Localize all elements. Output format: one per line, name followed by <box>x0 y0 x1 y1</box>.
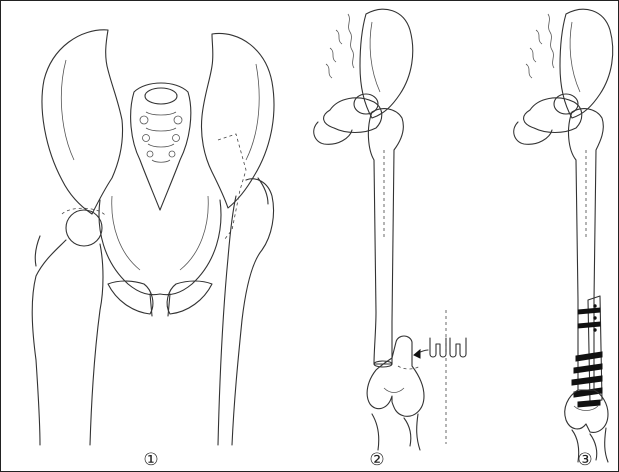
panel-1-pelvis-drawing <box>32 30 274 445</box>
panel-1-label: ① <box>140 449 162 471</box>
panel-2-femur-resection-drawing <box>314 9 466 450</box>
panel-3-label: ③ <box>574 449 596 471</box>
panel-3-plate-fixation-drawing <box>514 9 613 462</box>
panel-2-label: ② <box>366 449 388 471</box>
